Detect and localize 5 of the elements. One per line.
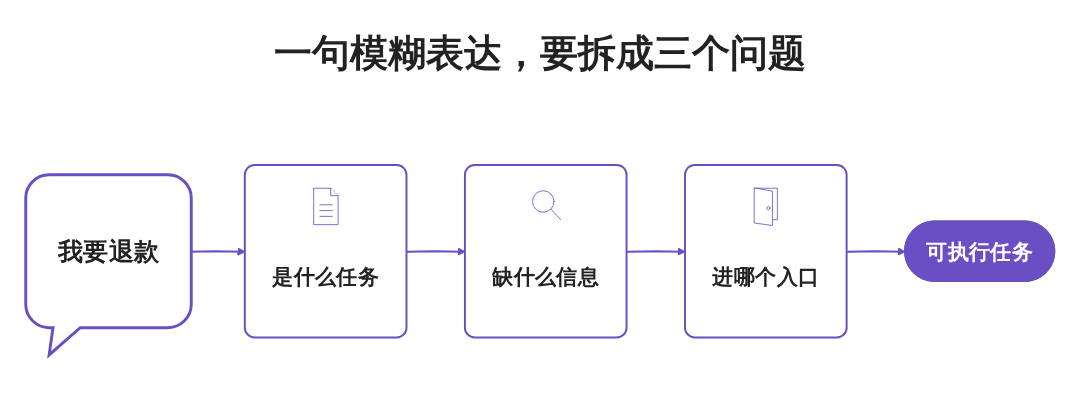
node-box: 缺什么信息 xyxy=(463,164,628,339)
arrow xyxy=(846,247,906,256)
node-box: 进哪个入口 xyxy=(684,164,848,339)
title: 一句模糊表达，要拆成三个问题 xyxy=(273,31,807,76)
node-box: 是什么任务 xyxy=(243,164,408,339)
